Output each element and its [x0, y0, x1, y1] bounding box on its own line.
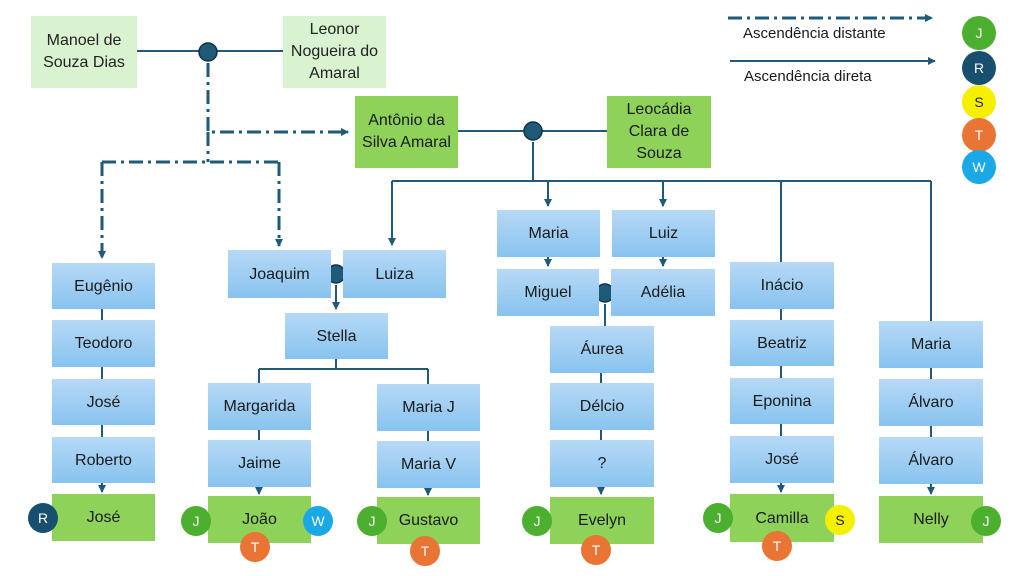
person-alvaro-2: Álvaro [879, 437, 983, 484]
badge-w-joao: W [303, 506, 333, 536]
marriage-knot-antonio-leocadia [523, 121, 543, 141]
person-nelly: Nelly [879, 496, 983, 543]
person-jose-3: José [730, 436, 834, 483]
person-maria-2: Maria [879, 321, 983, 368]
legend-badge-r: R [962, 51, 996, 85]
person-beatriz: Beatriz [730, 320, 834, 366]
person-manoel: Manoel de Souza Dias [31, 16, 137, 88]
badge-s-camilla: S [825, 505, 855, 535]
person-jose-1: José [52, 379, 155, 425]
person-leocadia: Leocádia Clara de Souza [607, 96, 711, 168]
badge-j-joao: J [181, 506, 211, 536]
person-jose-2: José [52, 494, 155, 541]
badge-t-gustavo: T [410, 536, 440, 566]
person-maria-1: Maria [497, 210, 600, 257]
person-adelia: Adélia [611, 269, 715, 316]
person-joaquim: Joaquim [228, 250, 331, 298]
legend-direct-label: Ascendência direta [744, 68, 872, 85]
person-delcio: Délcio [550, 383, 654, 430]
person-roberto: Roberto [52, 437, 155, 483]
person-stella: Stella [285, 313, 388, 359]
badge-j-evelyn: J [522, 506, 552, 536]
badge-t-evelyn: T [581, 535, 611, 565]
badge-t-joao: T [240, 532, 270, 562]
person-luiz: Luiz [612, 210, 715, 257]
person-luiza: Luiza [343, 250, 446, 298]
legend-badge-t: T [962, 118, 996, 152]
person-alvaro-1: Álvaro [879, 379, 983, 426]
person-eponina: Eponina [730, 378, 834, 424]
person-eugenio: Eugênio [52, 263, 155, 309]
badge-t-camilla: T [762, 531, 792, 561]
badge-j-nelly: J [971, 506, 1001, 536]
person-margarida: Margarida [208, 383, 311, 430]
person-teodoro: Teodoro [52, 320, 155, 367]
legend-badge-w: W [962, 150, 996, 184]
legend-badge-j: J [962, 16, 996, 50]
legend-badge-s: S [962, 85, 996, 119]
person-aurea: Áurea [550, 326, 654, 373]
badge-j-gustavo: J [357, 506, 387, 536]
badge-j-camilla: J [703, 503, 733, 533]
person-maria-j: Maria J [377, 384, 480, 431]
person-leonor: Leonor Nogueira do Amaral [283, 16, 386, 88]
marriage-knot-manoel-leonor [198, 42, 218, 62]
person-unknown: ? [550, 440, 654, 487]
person-jaime: Jaime [208, 440, 311, 487]
legend-distant-label: Ascendência distante [743, 25, 886, 42]
person-inacio: Inácio [730, 262, 834, 309]
person-miguel: Miguel [497, 269, 599, 316]
badge-r-jose: R [28, 503, 58, 533]
person-maria-v: Maria V [377, 441, 480, 488]
person-antonio: Antônio da Silva Amaral [355, 96, 458, 168]
person-joao: João [208, 496, 311, 543]
